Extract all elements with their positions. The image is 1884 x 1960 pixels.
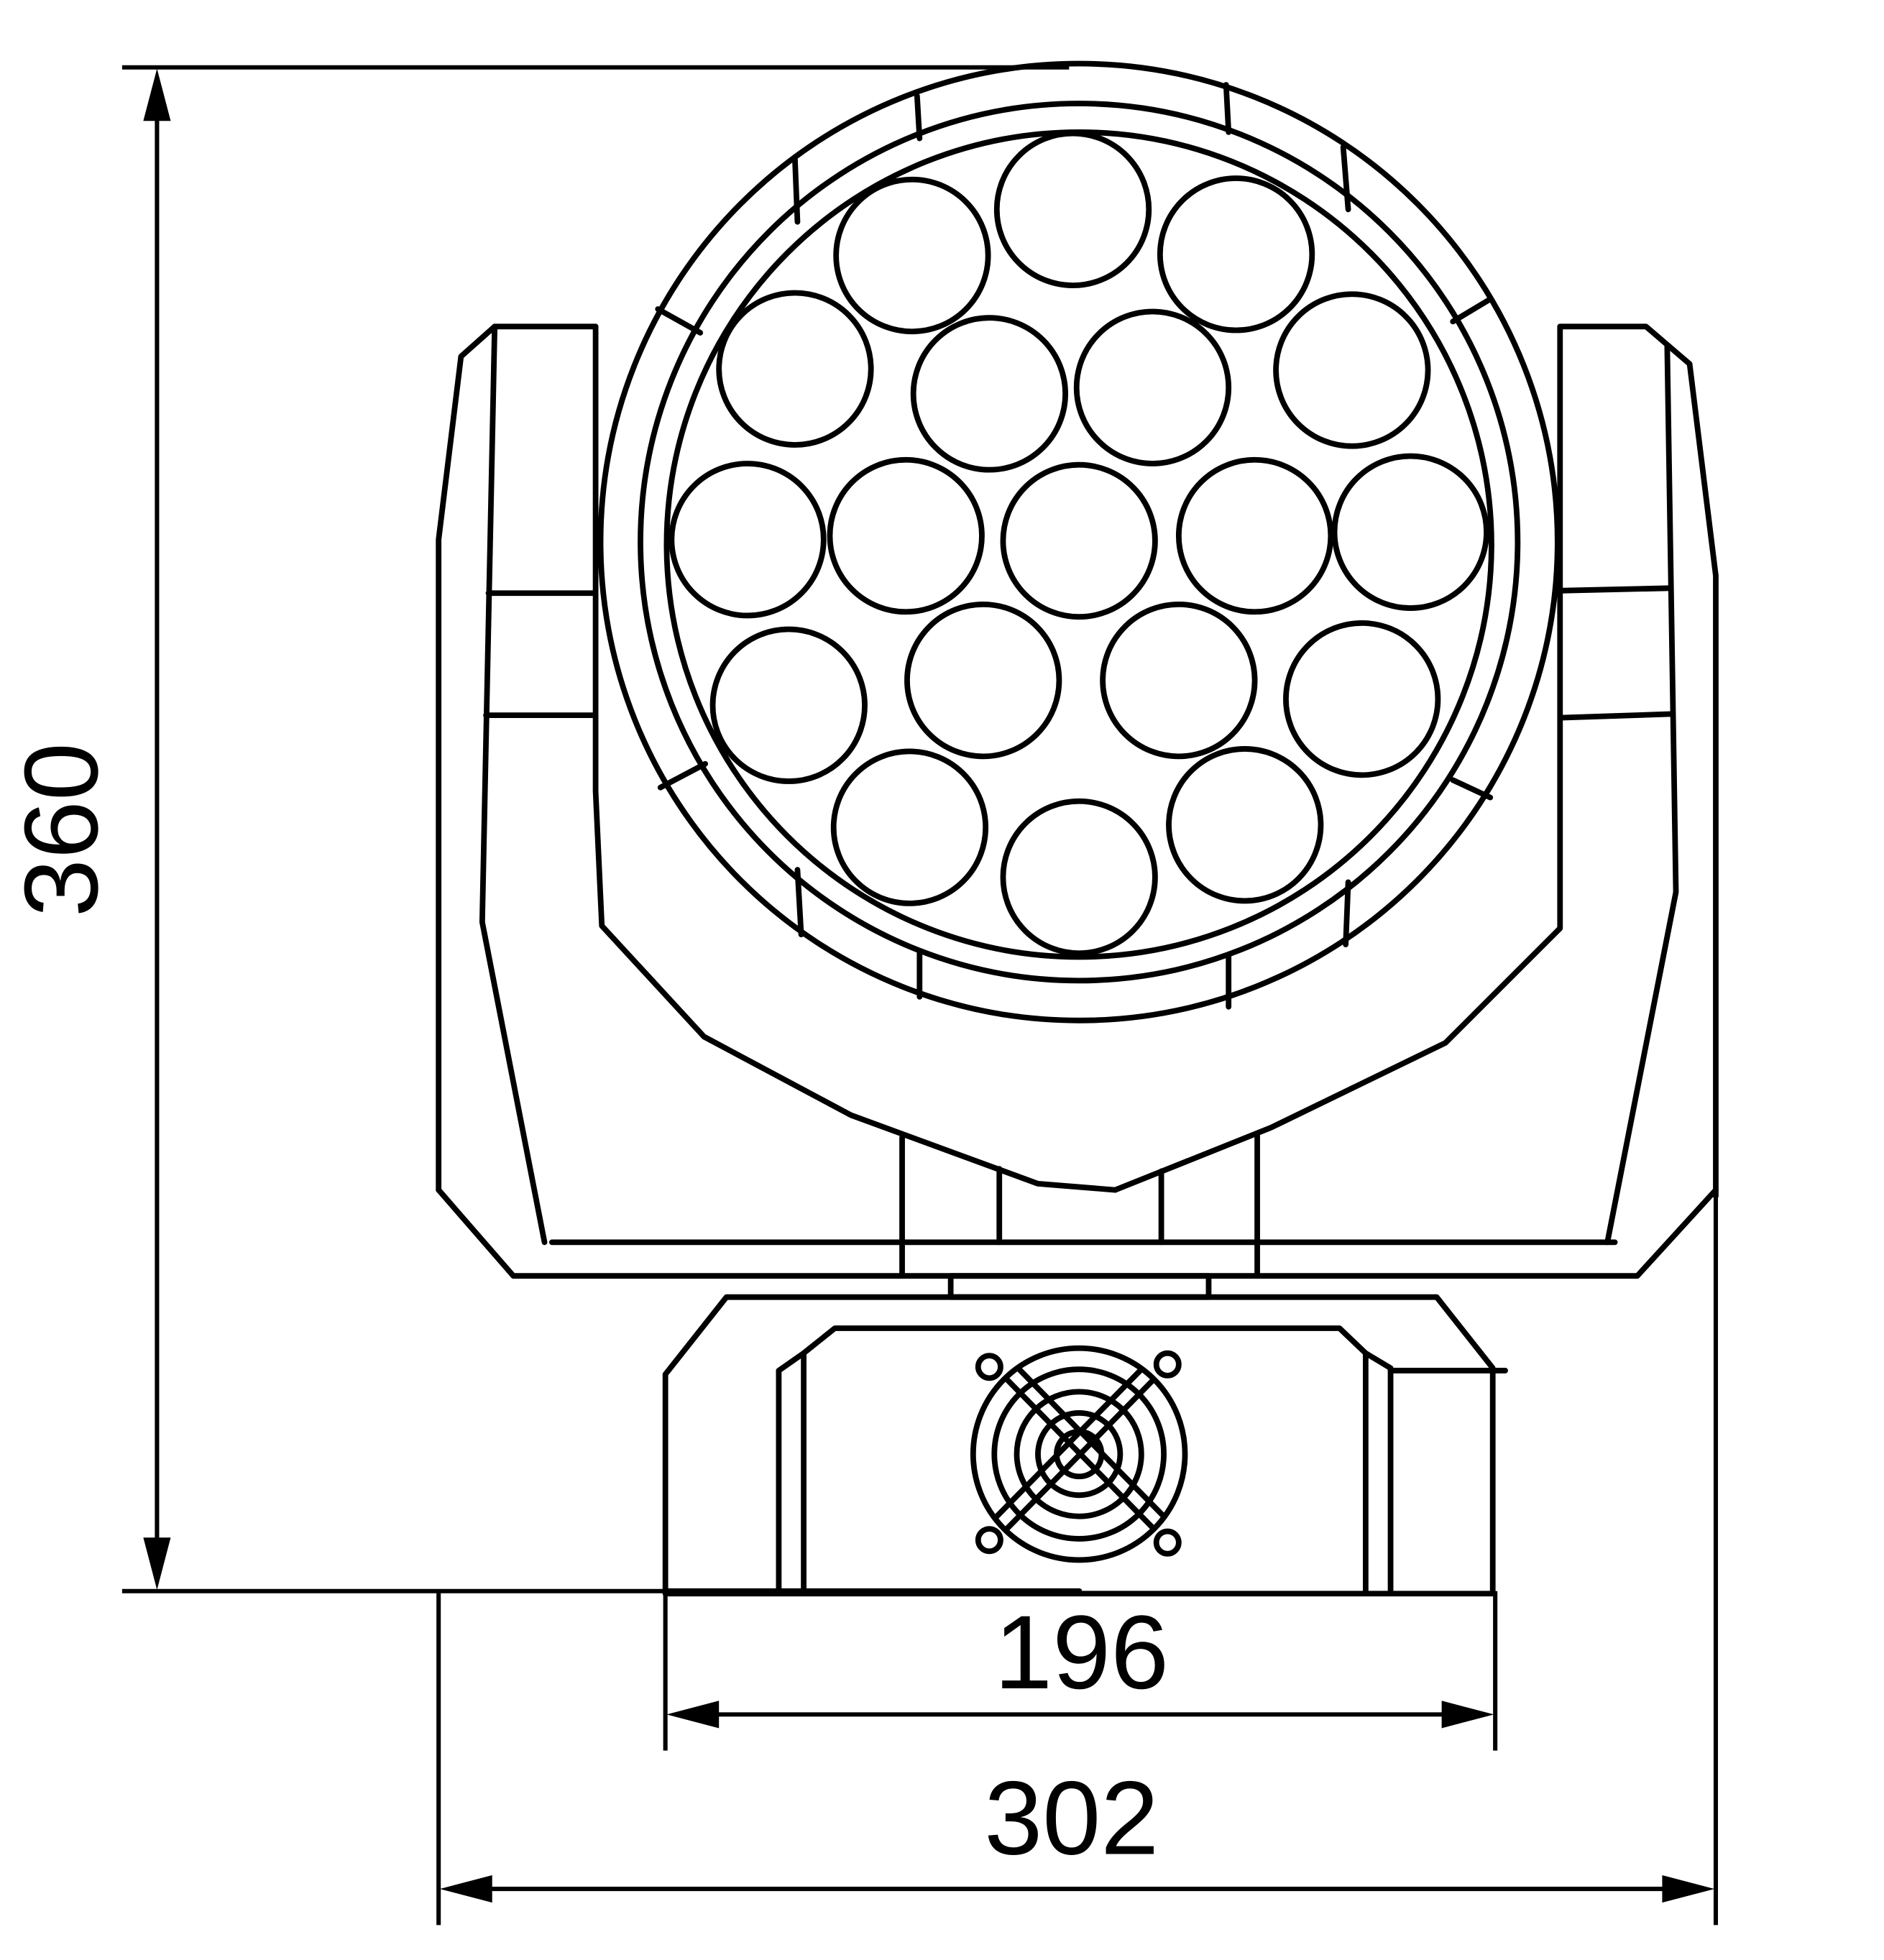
fan-grille-icon <box>970 1345 1188 1563</box>
fan-screw <box>1153 1350 1182 1379</box>
fan-screw <box>975 1353 1003 1381</box>
led-lens <box>904 601 1062 760</box>
led-array <box>668 130 1489 957</box>
base-width-arrow-left <box>666 1701 720 1729</box>
overall-width-dimension: 302 <box>439 1759 1715 1903</box>
height-dimension: 360 <box>2 68 171 1591</box>
led-lens <box>1175 456 1334 615</box>
base-width-arrow-right <box>1441 1701 1494 1729</box>
led-lens <box>668 461 827 619</box>
led-lens <box>1073 308 1232 466</box>
led-lens <box>1273 291 1431 449</box>
led-lens <box>1100 601 1258 760</box>
led-lens <box>827 456 985 615</box>
fan-screw <box>975 1526 1003 1555</box>
led-lens <box>1166 746 1324 904</box>
led-lens <box>830 748 989 906</box>
led-lens <box>1000 798 1158 957</box>
overall-width-label: 302 <box>984 1759 1159 1877</box>
head-rings <box>597 60 1561 1023</box>
base <box>662 1294 1508 1597</box>
neck <box>947 1273 1212 1300</box>
overall-width-arrow-right <box>1662 1874 1715 1903</box>
led-lens <box>993 130 1152 288</box>
led-lens <box>709 626 868 784</box>
height-arrow-bottom <box>143 1537 171 1591</box>
led-lens <box>1157 175 1315 333</box>
led-lens <box>910 315 1069 473</box>
base-width-dimension: 196 <box>666 1593 1494 1729</box>
overall-width-arrow-left <box>439 1874 492 1903</box>
yoke-bottom <box>436 1131 1719 1279</box>
height-label: 360 <box>2 742 119 917</box>
base-width-label: 196 <box>994 1593 1169 1711</box>
yoke-left-arm <box>436 323 1118 1246</box>
height-arrow-top <box>143 68 171 121</box>
led-lens <box>1000 461 1158 620</box>
led-lens <box>716 290 874 448</box>
led-lens <box>833 176 991 335</box>
fan-screw <box>1153 1528 1182 1557</box>
led-lens <box>1283 620 1441 778</box>
led-lens <box>1331 453 1489 611</box>
